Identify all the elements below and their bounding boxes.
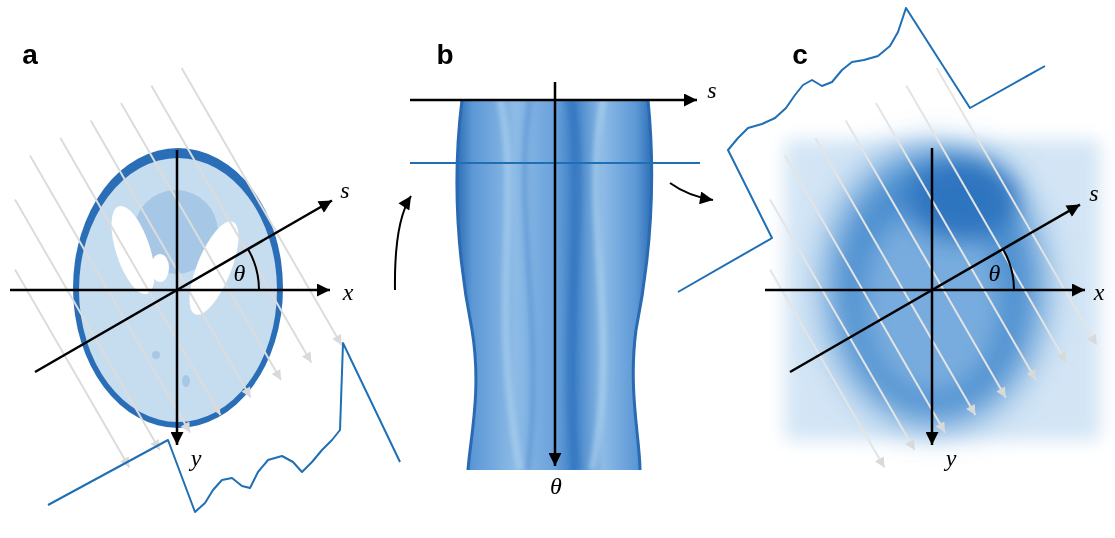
angle-arc: [248, 249, 259, 290]
axis-line: [790, 205, 1080, 372]
ray: [937, 68, 1097, 345]
ray: [15, 200, 160, 451]
ray: [151, 86, 311, 363]
ray: [770, 200, 915, 451]
axis-line: [554, 82, 557, 466]
ray: [91, 121, 251, 398]
axis-line: [931, 148, 934, 445]
axis-line: [765, 289, 1085, 292]
sinogram-streak: [570, 100, 578, 470]
axis-line: [10, 289, 330, 292]
panel-letter: b: [436, 41, 453, 69]
ray: [60, 138, 220, 415]
panel-letter: c: [792, 41, 808, 69]
axis-line: [35, 201, 332, 373]
angle-label: θ: [234, 261, 246, 285]
angle-label: θ: [989, 261, 1001, 285]
projection-profile: [678, 8, 1045, 292]
axis-label: y: [946, 446, 957, 470]
void-region: [151, 254, 169, 282]
ray: [815, 138, 975, 415]
backprojection-dense: [907, 160, 1017, 240]
axes: [10, 150, 332, 445]
flow-arrow: [395, 196, 411, 290]
ray: [906, 86, 1066, 363]
sinogram-streak: [592, 100, 603, 470]
axis-label: θ: [550, 474, 562, 498]
axis-line: [176, 150, 179, 445]
small-feature: [182, 375, 190, 387]
axis-label: s: [340, 178, 349, 202]
ray: [876, 103, 1036, 380]
axis-label: s: [707, 78, 716, 102]
sinogram-edge: [633, 100, 651, 470]
sinogram-streak: [524, 100, 533, 470]
sinogram: [410, 82, 700, 470]
axis-label: s: [1089, 181, 1098, 205]
void-region: [103, 201, 164, 299]
axis-line: [410, 99, 697, 102]
ray: [121, 103, 281, 380]
axis-label: x: [1094, 280, 1105, 304]
small-feature: [152, 351, 160, 359]
angle-arc: [1003, 249, 1014, 290]
axis-label: x: [343, 280, 354, 304]
sinogram-streak: [500, 100, 520, 470]
ray: [182, 68, 342, 345]
ray: [846, 121, 1006, 398]
axis-label: y: [191, 446, 202, 470]
ray-group: [770, 68, 1097, 468]
ray: [30, 156, 190, 433]
projection-profile: [48, 343, 400, 512]
flow-arrow: [670, 183, 713, 200]
axes: [765, 148, 1085, 445]
ray: [785, 156, 945, 433]
panel-letter: a: [22, 41, 38, 69]
ray-group: [15, 68, 342, 468]
sinogram-edge: [457, 100, 476, 470]
